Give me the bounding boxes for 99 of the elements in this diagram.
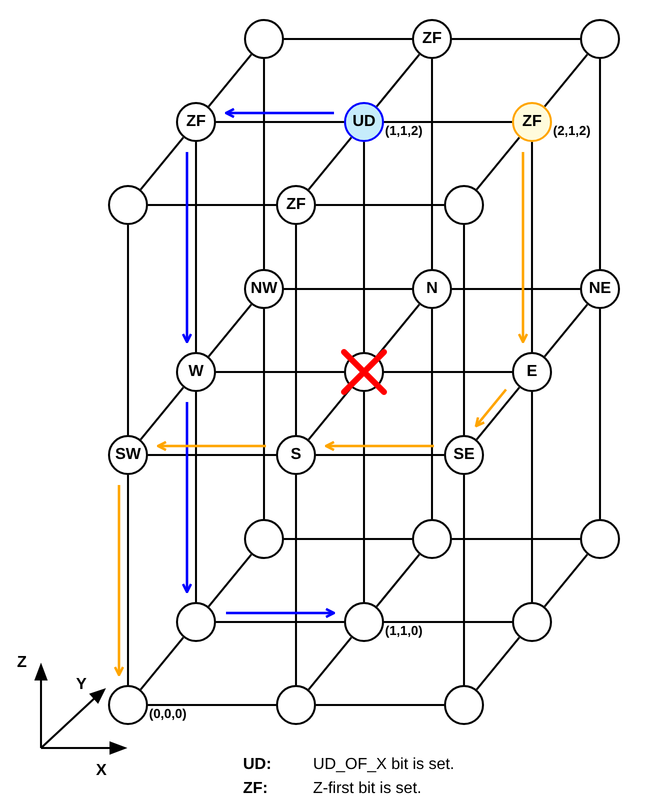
- lattice-line: [140, 636, 184, 690]
- lattice-line: [295, 225, 297, 435]
- node-circle: SE: [444, 435, 484, 475]
- lattice-line: [308, 136, 352, 190]
- arrow: [114, 485, 124, 676]
- node-circle: [344, 602, 384, 642]
- lattice-line: [316, 454, 444, 456]
- node-circle: [444, 685, 484, 725]
- arrow: [226, 608, 336, 618]
- arrow: [224, 108, 334, 118]
- lattice-line: [544, 54, 588, 108]
- arrow: [474, 388, 507, 428]
- node-circle: ZF: [276, 185, 316, 225]
- node-circle: ZF: [176, 102, 216, 142]
- key-term: ZF:: [243, 780, 268, 798]
- lattice-line: [376, 554, 420, 608]
- lattice-line: [544, 554, 588, 608]
- node-circle: NE: [580, 269, 620, 309]
- lattice-line: [599, 59, 601, 269]
- lattice-line: [476, 636, 520, 690]
- lattice-line: [316, 204, 444, 206]
- lattice-line: [463, 225, 465, 435]
- node-circle: [108, 185, 148, 225]
- lattice-line: [148, 454, 276, 456]
- lattice-line: [476, 136, 520, 190]
- lattice-line: [384, 621, 512, 623]
- node-circle: [580, 519, 620, 559]
- lattice-line: [148, 704, 276, 706]
- node-circle: [244, 19, 284, 59]
- key-description: UD_OF_X bit is set.: [313, 756, 454, 774]
- node-circle: [108, 685, 148, 725]
- lattice-line: [452, 288, 580, 290]
- lattice-line: [531, 392, 533, 602]
- node-circle: [512, 602, 552, 642]
- node-circle: [580, 19, 620, 59]
- node-circle: [444, 185, 484, 225]
- lattice-line: [208, 304, 252, 358]
- lattice-line: [284, 38, 412, 40]
- lattice-line: [476, 386, 520, 440]
- lattice-line: [384, 121, 512, 123]
- lattice-line: [363, 142, 365, 352]
- node-circle: [276, 685, 316, 725]
- lattice-line: [195, 142, 197, 352]
- coordinate-label: (0,0,0): [149, 706, 187, 721]
- node-circle: N: [412, 269, 452, 309]
- lattice-line: [284, 288, 412, 290]
- arrow: [324, 440, 434, 452]
- lattice-line: [148, 204, 276, 206]
- lattice-line: [216, 121, 344, 123]
- coordinate-label: (1,1,2): [385, 123, 423, 138]
- key-description: Z-first bit is set.: [313, 780, 422, 798]
- lattice-line: [463, 475, 465, 685]
- node-circle: [244, 519, 284, 559]
- arrow: [156, 440, 266, 452]
- lattice-line: [208, 554, 252, 608]
- lattice-line: [216, 371, 344, 373]
- node-circle: [176, 602, 216, 642]
- node-circle: SW: [108, 435, 148, 475]
- lattice-line: [431, 309, 433, 519]
- node-circle: UD: [344, 102, 384, 142]
- lattice-line: [316, 704, 444, 706]
- lattice-line: [544, 304, 588, 358]
- lattice-line: [140, 136, 184, 190]
- lattice-line: [431, 59, 433, 269]
- node-circle: [412, 519, 452, 559]
- node-circle: ZF: [412, 19, 452, 59]
- node-circle: ZF: [512, 102, 552, 142]
- axis-label: X: [96, 762, 107, 780]
- lattice-line: [208, 54, 252, 108]
- lattice-line: [531, 142, 533, 352]
- lattice-line: [384, 371, 512, 373]
- lattice-line: [263, 309, 265, 519]
- lattice-line: [263, 59, 265, 269]
- lattice-line: [363, 392, 365, 602]
- key-term: UD:: [243, 756, 272, 774]
- lattice-line: [376, 54, 420, 108]
- lattice-line: [195, 392, 197, 602]
- arrow: [182, 402, 192, 594]
- lattice-line: [376, 304, 420, 358]
- lattice-line: [284, 538, 412, 540]
- lattice-line: [127, 475, 129, 685]
- axis-label: Z: [17, 654, 27, 672]
- coordinate-label: (2,1,2): [553, 123, 591, 138]
- lattice-line: [140, 386, 184, 440]
- node-circle: W: [176, 352, 216, 392]
- lattice-line: [216, 621, 344, 623]
- lattice-line: [599, 309, 601, 519]
- coordinate-label: (1,1,0): [385, 623, 423, 638]
- lattice-line: [127, 225, 129, 435]
- axis-label: Y: [76, 676, 87, 694]
- node-circle: NW: [244, 269, 284, 309]
- node-circle: E: [512, 352, 552, 392]
- lattice-line: [308, 636, 352, 690]
- lattice-line: [452, 538, 580, 540]
- node-circle: S: [276, 435, 316, 475]
- arrow: [182, 152, 192, 344]
- arrow: [518, 152, 528, 344]
- lattice-line: [452, 38, 580, 40]
- lattice-line: [295, 475, 297, 685]
